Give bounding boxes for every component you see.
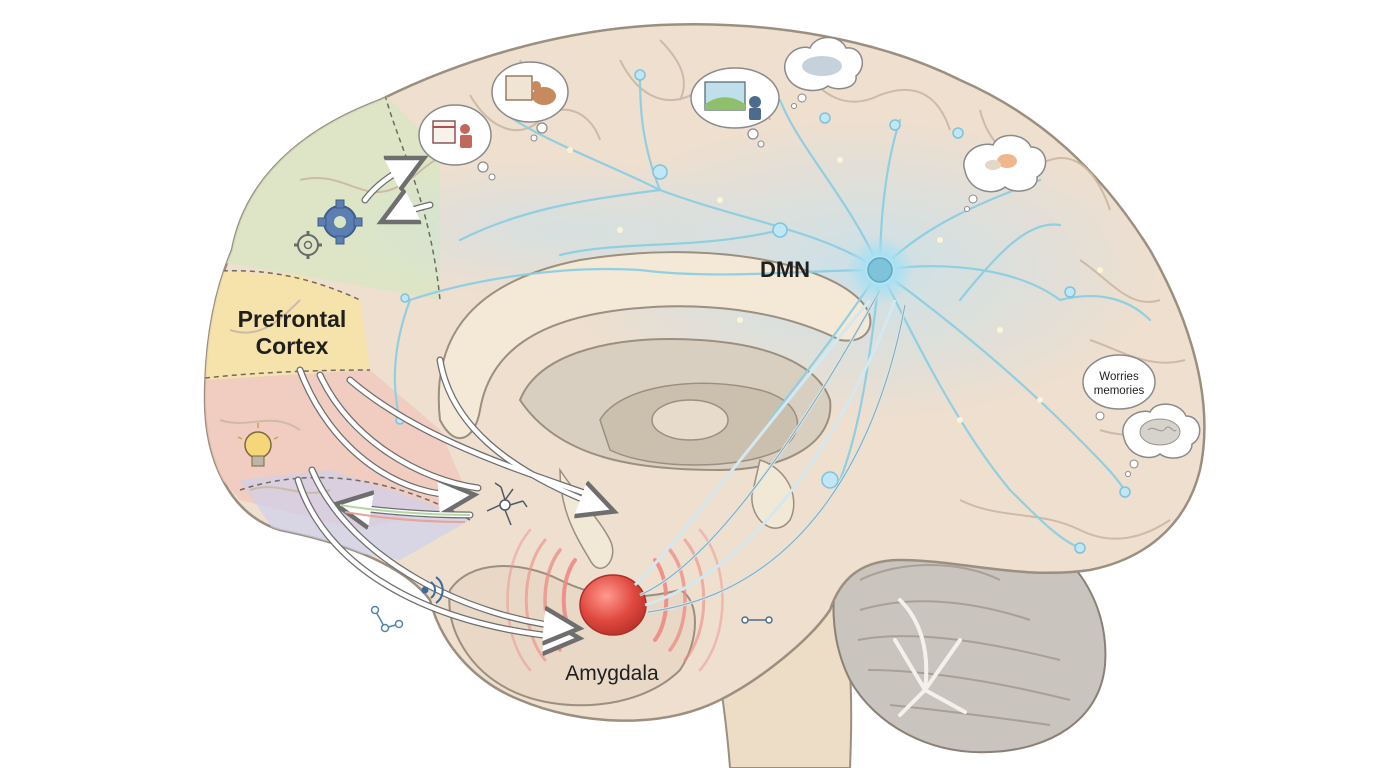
amygdala-label: Amygdala (565, 662, 659, 685)
memories-label: memories (1094, 385, 1145, 397)
landscape-thought-icon (690, 67, 780, 148)
small-gear-icon (294, 231, 322, 259)
corpus-callosum (437, 251, 872, 440)
lightbulb-icon (237, 423, 279, 467)
dmn-nodes (395, 69, 1131, 554)
worries-label: Worries (1099, 371, 1139, 383)
cloud-thought-right-icon (963, 134, 1047, 212)
calendar-thought-icon (418, 104, 496, 181)
prefrontal-to-limbic-arrows (294, 160, 610, 638)
cloud-thought-icon (783, 36, 864, 109)
network-icon (370, 605, 404, 633)
brain-thought-icon (1122, 403, 1201, 477)
prefrontal-cortex-label-line1: Prefrontal (238, 306, 347, 332)
inner-nucleus (651, 399, 729, 441)
dmn-label: DMN (760, 257, 810, 282)
neuron-cluster-icon (486, 482, 528, 526)
signal-icon (421, 576, 444, 604)
prefrontal-zone (205, 270, 370, 380)
worries-bubble: Worries memories (1082, 354, 1156, 421)
prefrontal-cortex-label-line2: Cortex (256, 333, 329, 359)
amygdala-waves (506, 528, 724, 672)
gear-icon (317, 199, 363, 245)
dmn-sparkles (567, 147, 1103, 423)
photo-thought-icon (491, 61, 569, 142)
connector-icon (741, 616, 773, 624)
